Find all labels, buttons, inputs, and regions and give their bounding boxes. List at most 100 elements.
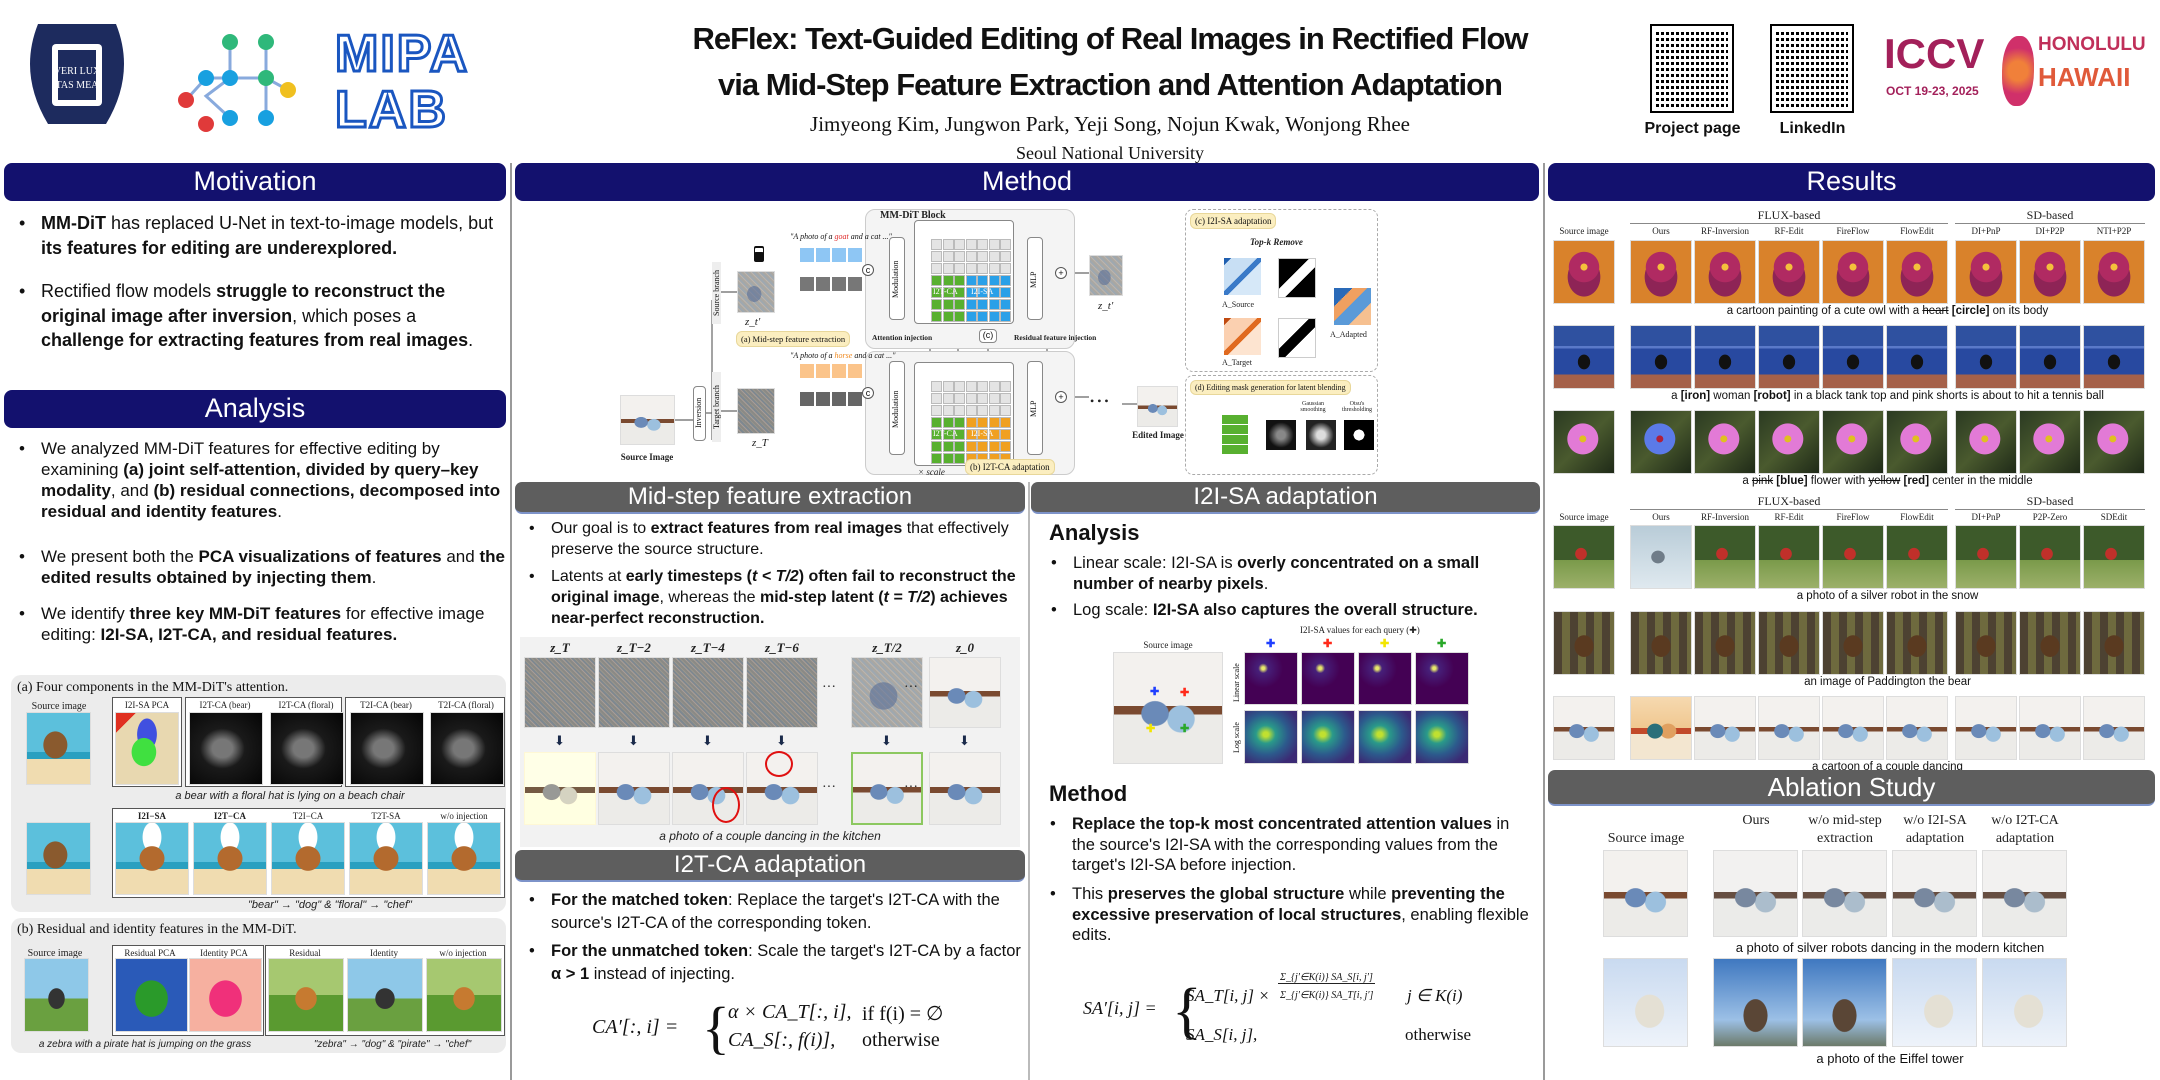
attention-cell [1000,239,1011,250]
source-image-column-label: Source image [1559,226,1609,236]
modulation-box: Modulation [889,237,905,320]
i2isa-title: I2I-SA adaptation [1193,483,1378,510]
result-image [2083,696,2145,760]
reconstruction-image [851,752,923,825]
source-image-label: Source Image [620,452,674,462]
query-marker-icon: ✚ [1180,723,1190,735]
text-segment: overly concentrated on a small number of… [1073,554,1480,593]
iccv-logo-dates: OCT 19-23, 2025 [1886,84,1979,98]
attention-map-label: T2I-CA (floral) [438,700,494,710]
text-segment: a [1671,390,1681,402]
edited-image [1137,386,1178,427]
text-segment: in the source's I2I-SA with the correspo… [1072,815,1510,874]
attention-cell [931,453,942,464]
text-segment: preserves the global structure [1107,885,1345,903]
i2t-ca-label: I2T-CA [933,287,958,296]
log-scale-heatmap [1358,710,1412,764]
text-token [816,364,830,378]
linkedin-qr-code[interactable] [1770,24,1854,113]
ablation-image [1802,958,1887,1047]
analysis-bullet: We identify three key MM-DiT features fo… [19,603,506,645]
analysis-bullet: We analyzed MM-DiT features for effectiv… [19,438,506,522]
attention-cell [942,405,954,416]
label-mid-step-extraction: (a) Mid-step feature extraction [736,331,851,347]
text-token [800,364,814,378]
method-column-label: FireFlow [1836,512,1870,522]
latent-image [524,657,596,728]
injection-result-image [193,822,267,895]
latent-label: z_t' [745,316,761,328]
text-segment: ) often fail to reconstruct the original… [551,568,1016,606]
attention-cell [954,275,965,286]
result-image [1758,525,1820,589]
query-marker-icon: ✚ [1150,686,1160,698]
image-token [816,392,830,406]
source-image [1113,652,1223,764]
ablation-image [1802,850,1887,937]
formula-cond-1: if f(i) = ∅ [862,1003,944,1025]
attention-cell [977,393,988,404]
attention-cell [988,381,1000,392]
result-image [1886,325,1948,389]
text-segment: I2I-SA also captures the overall structu… [1152,601,1478,619]
ablation-image [1603,958,1688,1047]
text-segment: for effective image editing: [41,604,485,644]
figure-caption: a photo of a couple dancing in the kitch… [659,829,881,843]
down-arrow-icon: ⬇ [776,733,787,748]
result-image [2019,611,2081,675]
text-segment: [iron] [1680,390,1711,402]
motivation-banner: Motivation [4,163,506,201]
source-image [620,395,675,445]
text-segment: [blue] [1776,475,1808,487]
mlp-label: MLP [1029,271,1038,288]
method-column-label: RF-Edit [1774,512,1804,522]
result-image [1758,325,1820,389]
text-segment: woman [1710,390,1754,402]
result-image [2083,325,2145,389]
text-segment: : Replace the target's I2T-CA with the s… [551,891,1000,932]
ellipsis: • • • [1090,394,1109,408]
formula-lhs: CA′[:, i] = [592,1016,679,1038]
attention-cell [965,405,977,416]
failure-highlight-circle [765,751,793,777]
attention-map-label: I2T-CA (bear) [199,700,251,710]
attention-map [430,712,504,785]
concat-icon: c [862,387,874,399]
attention-cell [977,381,988,392]
method-column-label: FlowEdit [1900,512,1934,522]
result-caption: an image of Paddington the bear [1630,676,2145,688]
attention-cell [1000,429,1011,440]
result-image [1694,525,1756,589]
text-segment: . [371,568,377,587]
latent-label: z_T/2 [872,640,902,655]
project-page-qr-code[interactable] [1650,24,1734,113]
edited-image-label: Edited Image [1132,430,1184,440]
a-source-label: A_Source [1222,300,1254,309]
text-segment: . [468,330,474,350]
ellipsis: ··· [822,680,836,695]
method-column-label: FireFlow [1836,226,1870,236]
source-image-label: Source image [27,948,83,959]
column-divider [1028,482,1030,1080]
edit-caption: "zebra" → "dog" & "pirate" → "chef" [313,1039,472,1050]
text-segment: center in the middle [1929,475,2033,487]
result-image [1955,525,2017,589]
text-segment: MM-DiT [41,213,106,233]
query-marker-icon: ✚ [1146,723,1156,735]
text-segment: (b) residual connections, decomposed int… [41,481,501,521]
result-image [1886,410,1948,474]
query-marker-icon: ✚ [1180,687,1190,699]
label-mask-generation: (d) Editing mask generation for latent b… [1190,380,1351,395]
query-marker-icon: ✚ [1266,638,1276,650]
i2isa-banner: I2I-SA adaptation [1031,482,1540,514]
pca-image [115,712,179,785]
down-arrow-icon: ⬇ [959,733,970,748]
latent-image [598,657,670,728]
result-image [1630,525,1692,589]
attention-cell [954,251,965,262]
result-image [1886,611,1948,675]
attention-cell [988,263,1000,274]
attention-cell [931,311,942,322]
attention-cell [942,393,954,404]
